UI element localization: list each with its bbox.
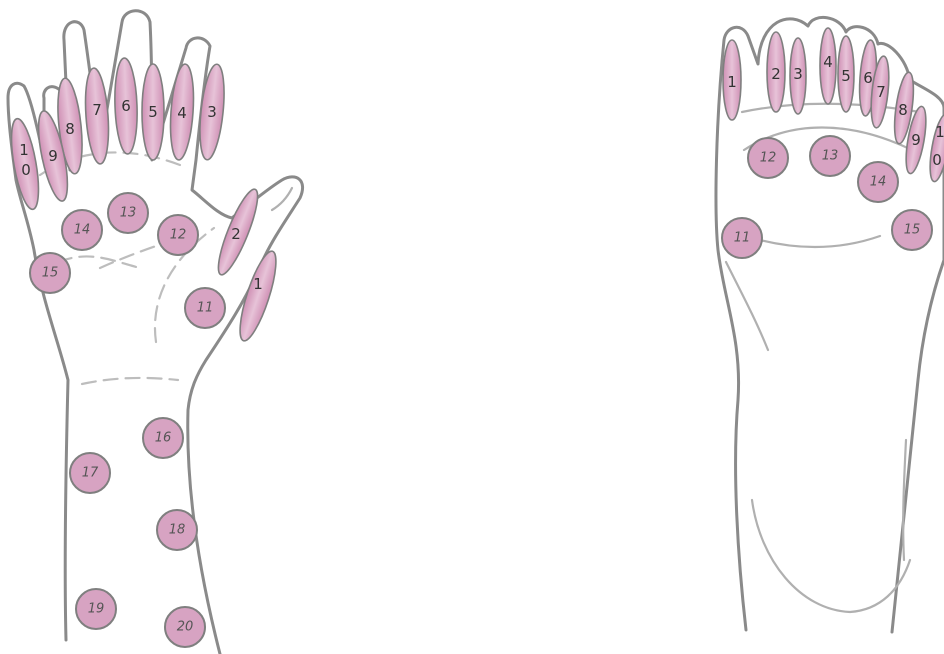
point-f12-label: 12: [760, 151, 777, 166]
point-h10a-label: 1: [19, 141, 29, 159]
point-f5-label: 5: [841, 67, 851, 85]
palm-crease-mid: [58, 256, 140, 268]
heel-curve: [752, 500, 910, 612]
point-h5-label: 5: [148, 103, 158, 121]
point-h18-label: 18: [169, 523, 186, 538]
point-h16-label: 16: [155, 431, 172, 446]
point-h4-label: 4: [177, 104, 187, 122]
point-f4-label: 4: [823, 53, 833, 71]
point-f7-label: 7: [876, 83, 886, 101]
point-h6-label: 6: [121, 97, 131, 115]
point-f13-label: 13: [822, 149, 839, 164]
point-h14-label: 14: [74, 223, 91, 238]
point-h9-label: 9: [48, 147, 58, 165]
point-h1-marker: [233, 248, 283, 344]
sole-crease: [760, 236, 880, 247]
point-f6-label: 6: [863, 69, 873, 87]
point-h17-label: 17: [82, 466, 99, 481]
point-f8-label: 8: [898, 101, 908, 119]
wrist-crease: [82, 378, 178, 384]
point-f10a-label: 1: [935, 123, 944, 141]
point-f14-label: 14: [870, 175, 887, 190]
point-h12-label: 12: [170, 228, 187, 243]
point-f10b-label: 0: [932, 151, 942, 169]
point-h7-label: 7: [92, 101, 102, 119]
point-f3-label: 3: [793, 65, 803, 83]
point-f11-label: 11: [734, 231, 751, 246]
point-h11-label: 11: [197, 301, 214, 316]
hand-circle-points: 11 12 13 14 15 16 17 18 19 20: [30, 193, 225, 647]
point-h10b-label: 0: [21, 161, 31, 179]
point-h8-label: 8: [65, 120, 75, 138]
point-f2-label: 2: [771, 65, 781, 83]
point-h15-label: 15: [42, 266, 59, 281]
point-f15-label: 15: [904, 223, 921, 238]
toe-base-crease: [742, 104, 920, 112]
point-f9-label: 9: [911, 131, 921, 149]
point-h20-label: 20: [177, 620, 194, 635]
arch-line-left: [726, 262, 768, 350]
point-h3-label: 3: [207, 103, 217, 121]
point-h1-label: 1: [253, 275, 263, 293]
thumb-nail: [272, 188, 292, 210]
point-f1-label: 1: [727, 73, 737, 91]
point-h2-label: 2: [231, 225, 241, 243]
foot-circle-points: 11 12 13 14 15: [722, 136, 932, 258]
point-h13-label: 13: [120, 206, 137, 221]
point-h19-label: 19: [88, 602, 105, 617]
